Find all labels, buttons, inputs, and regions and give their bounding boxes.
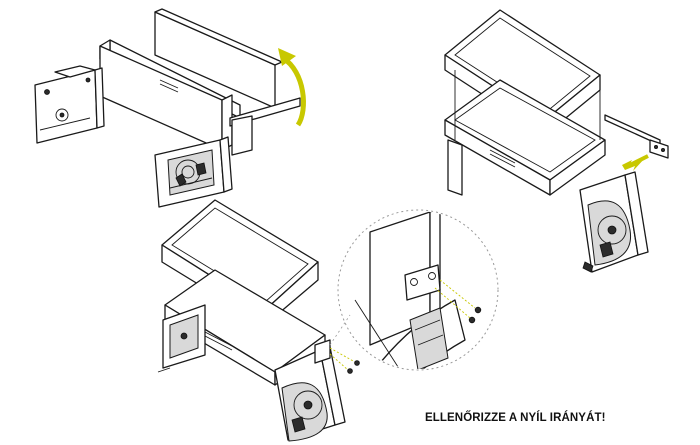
mechanism-housing-right <box>579 171 649 273</box>
detail-zoom-view <box>329 209 499 371</box>
right-lift-mechanism <box>154 136 233 208</box>
detail-screw-icon <box>468 306 482 324</box>
arrow-direction-instruction: ELLENŐRIZZE A NYÍL IRÁNYÁT! <box>425 412 606 424</box>
step-1-frame-assembly <box>34 8 306 208</box>
mounting-plate <box>649 139 669 159</box>
rotate-arrow-head <box>278 48 296 66</box>
rotate-arrow-icon <box>281 55 306 127</box>
left-lift-mechanism <box>34 65 105 144</box>
mechanism-housing-bottom <box>274 346 346 442</box>
step-2-shelf-unit <box>444 9 669 273</box>
screw-icon <box>347 360 360 374</box>
step-3-assembled-unit <box>157 199 360 442</box>
